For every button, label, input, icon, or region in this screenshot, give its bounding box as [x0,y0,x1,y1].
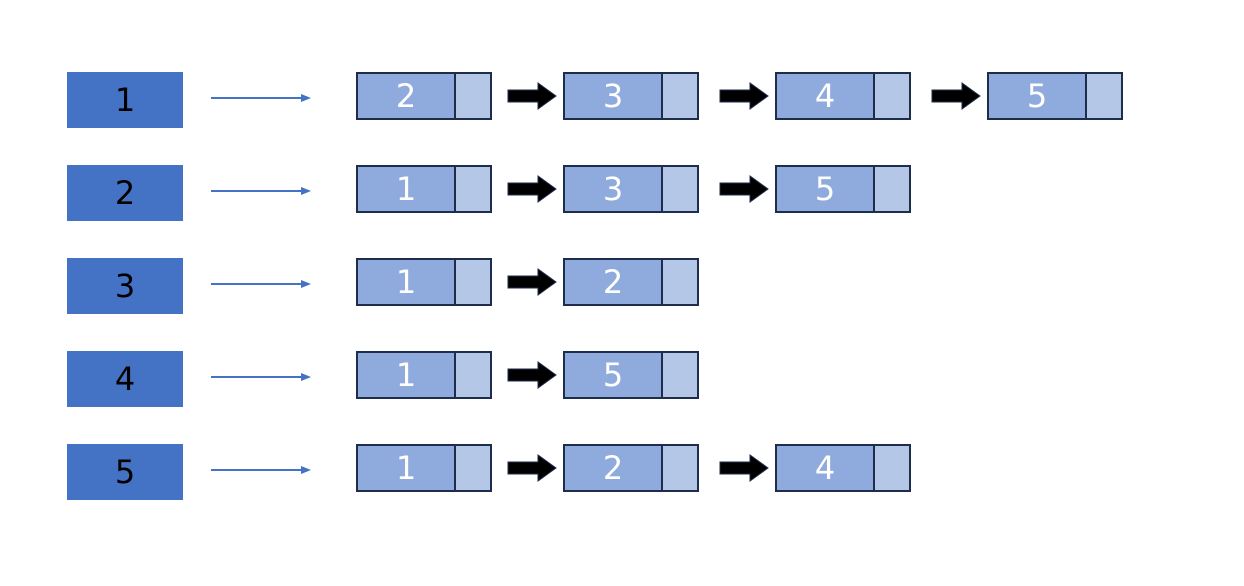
list-node-value: 3 [565,74,663,118]
list-node-next-pointer [875,167,909,211]
head-pointer-arrow [211,373,311,381]
list-node-next-pointer [663,260,697,304]
list-node-value: 1 [358,260,456,304]
list-node: 5 [775,165,911,213]
vertex-head-box: 3 [67,258,183,314]
list-node: 3 [563,72,699,120]
next-link-arrow [507,361,557,389]
list-node-next-pointer [456,167,490,211]
list-node: 5 [987,72,1123,120]
list-node: 4 [775,444,911,492]
list-node: 5 [563,351,699,399]
list-node: 1 [356,165,492,213]
list-node-value: 2 [565,260,663,304]
head-pointer-arrow [211,94,311,102]
list-node: 1 [356,444,492,492]
vertex-head-box: 2 [67,165,183,221]
vertex-head-box: 1 [67,72,183,128]
next-link-arrow [719,454,769,482]
list-node-next-pointer [663,353,697,397]
next-link-arrow [931,82,981,110]
head-pointer-arrow [211,466,311,474]
list-node-value: 5 [565,353,663,397]
list-node-next-pointer [456,353,490,397]
next-link-arrow [507,175,557,203]
next-link-arrow [719,175,769,203]
list-node-next-pointer [456,446,490,490]
list-node: 2 [563,258,699,306]
next-link-arrow [507,82,557,110]
list-node-next-pointer [663,74,697,118]
adjacency-row: 1 2 3 4 5 [0,0,1244,128]
list-node-value: 3 [565,167,663,211]
adjacency-row: 4 1 5 [0,0,1244,407]
adjacency-row: 5 1 2 4 [0,0,1244,500]
list-node-value: 1 [358,446,456,490]
list-node: 4 [775,72,911,120]
adjacency-row: 2 1 3 5 [0,0,1244,221]
next-link-arrow [507,268,557,296]
list-node-value: 1 [358,167,456,211]
list-node-value: 5 [989,74,1087,118]
head-pointer-arrow [211,280,311,288]
list-node-next-pointer [456,260,490,304]
vertex-head-box: 4 [67,351,183,407]
adjacency-row: 3 1 2 [0,0,1244,314]
list-node-value: 1 [358,353,456,397]
list-node: 1 [356,351,492,399]
list-node: 2 [563,444,699,492]
list-node: 1 [356,258,492,306]
list-node-value: 4 [777,446,875,490]
list-node: 3 [563,165,699,213]
list-node-next-pointer [663,446,697,490]
vertex-head-box: 5 [67,444,183,500]
list-node-next-pointer [456,74,490,118]
list-node: 2 [356,72,492,120]
head-pointer-arrow [211,187,311,195]
list-node-value: 2 [358,74,456,118]
list-node-next-pointer [875,446,909,490]
list-node-value: 5 [777,167,875,211]
list-node-next-pointer [663,167,697,211]
list-node-next-pointer [875,74,909,118]
list-node-next-pointer [1087,74,1121,118]
list-node-value: 2 [565,446,663,490]
next-link-arrow [507,454,557,482]
list-node-value: 4 [777,74,875,118]
next-link-arrow [719,82,769,110]
